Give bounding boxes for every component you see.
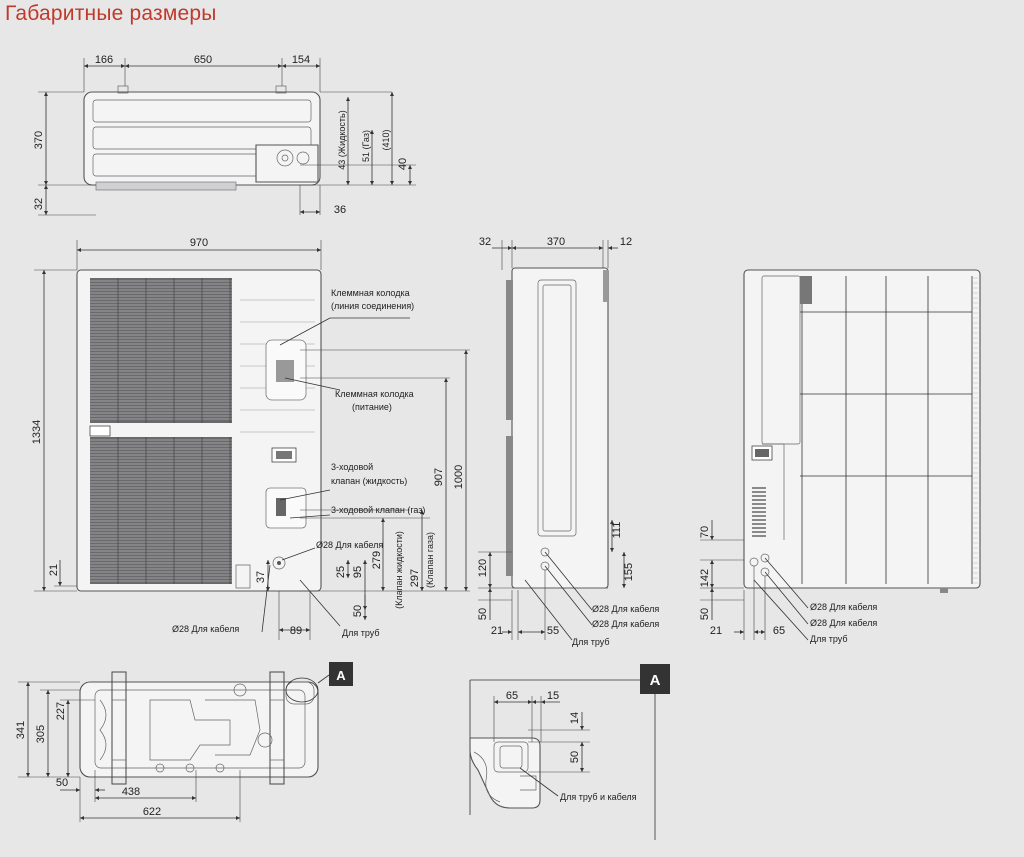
dim-227: 227 [55,702,67,720]
detail-a-box [640,664,670,694]
dim-89: 89 [290,625,302,637]
detail-a-letter: A [650,672,661,689]
dim-1334: 1334 [31,420,43,444]
label-side-cable-2: Ø28 Для кабеля [592,619,659,629]
dim-438: 438 [122,786,140,798]
label-terminal-power: Клеммная колодка [335,389,414,399]
dim-25: 25 [335,566,347,578]
label-pipes-cables: Для труб и кабеля [560,792,637,802]
dim-370-side: 370 [547,236,565,248]
label-liquid: 43 (Жидкость) [337,110,347,169]
dim-166: 166 [95,54,113,66]
dim-50-front: 50 [352,605,364,617]
label-rear-cable-1: Ø28 Для кабеля [810,602,877,612]
label-valve-gas-v: (Клапан газа) [425,532,435,588]
dim-95: 95 [352,566,364,578]
dim-21-front: 21 [48,564,60,576]
dim-50-bottom: 50 [56,777,68,789]
label-410: (410) [381,129,391,150]
dim-907: 907 [433,468,445,486]
label-valve-gas: 3-ходовой клапан (газ) [331,505,425,515]
label-side-pipes: Для труб [572,637,610,647]
label-rear-pipes: Для труб [810,634,848,644]
dim-32-side: 32 [479,236,491,248]
label-terminal-connection-2: (линия соединения) [331,301,414,311]
bottom-view: A 341 305 227 50 438 622 [15,662,353,822]
dim-15: 15 [547,690,559,702]
label-gas: 51 (Газ) [361,130,371,162]
side-view: 32 370 12 111 155 120 50 21 55 Ø28 Для к… [477,236,659,647]
dim-970: 970 [190,237,208,249]
dim-111: 111 [611,522,623,539]
dim-50-detail: 50 [569,751,581,763]
dim-40: 40 [397,158,409,170]
label-pipes-front: Для труб [342,628,380,638]
dim-622: 622 [143,806,161,818]
dim-370-top: 370 [33,131,45,149]
dim-1000: 1000 [453,465,465,489]
label-terminal-connection: Клеммная колодка [331,288,410,298]
label-cable-1: Ø28 Для кабеля [316,540,383,550]
dim-50-side: 50 [477,608,489,620]
label-valve-liquid-2: клапан (жидкость) [331,476,407,486]
label-valve-liquid-v: (Клапан жидкости) [394,531,404,609]
top-view: 166 650 154 370 32 43 (Жидкость) 51 (Газ… [33,54,416,216]
dim-50-rear: 50 [699,608,711,620]
dim-37: 37 [255,571,267,583]
dim-14: 14 [569,712,581,724]
rear-view: 70 142 50 21 65 Ø28 Для кабеля Ø28 Для к… [699,269,981,644]
label-rear-cable-2: Ø28 Для кабеля [810,618,877,628]
label-valve-liquid: 3-ходовой [331,462,373,472]
callout-a-box [329,662,353,686]
dim-65-rear: 65 [773,625,785,637]
dim-36: 36 [334,204,346,216]
label-side-cable-1: Ø28 Для кабеля [592,604,659,614]
label-terminal-power-2: (питание) [352,402,392,412]
dim-305: 305 [35,725,47,743]
dim-12: 12 [620,236,632,248]
label-cable-2: Ø28 Для кабеля [172,624,239,634]
dim-341: 341 [15,721,27,739]
page-title: Габаритные размеры [5,2,217,25]
dim-32-top: 32 [33,198,45,210]
dim-70: 70 [699,526,711,538]
dim-120: 120 [477,559,489,577]
dim-650: 650 [194,54,212,66]
front-view: 970 1334 21 907 1000 279 297 (Клапан жид… [31,237,470,640]
dim-297: 297 [409,569,421,587]
dim-55: 55 [547,625,559,637]
dim-155: 155 [623,563,635,581]
callout-a-letter: A [336,668,346,683]
dim-21-rear: 21 [710,625,722,637]
dim-142: 142 [699,569,711,587]
dim-154: 154 [292,54,310,66]
detail-a: A 65 15 14 50 Для труб и кабеля [469,664,670,840]
dim-65-detail: 65 [506,690,518,702]
dim-279: 279 [371,551,383,569]
dim-21-side: 21 [491,625,503,637]
